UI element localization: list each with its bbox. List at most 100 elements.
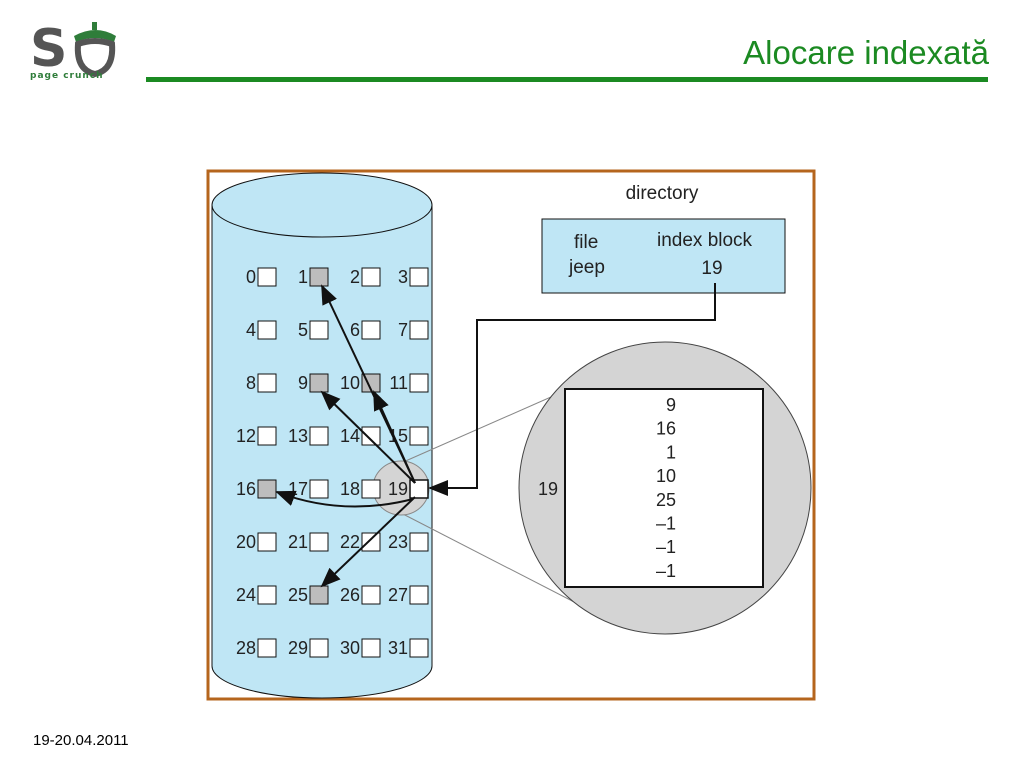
disk-block-number: 28 bbox=[236, 638, 256, 658]
disk-block-number: 18 bbox=[340, 479, 360, 499]
disk-block-box bbox=[409, 267, 429, 287]
disk-block-box bbox=[361, 267, 381, 287]
svg-text:S: S bbox=[30, 19, 67, 79]
disk-block: 22 bbox=[340, 532, 381, 552]
disk-block-box bbox=[361, 320, 381, 340]
zoom-line-top bbox=[400, 392, 561, 464]
disk-block-box bbox=[361, 585, 381, 605]
disk-block-box bbox=[409, 638, 429, 658]
disk-block-box bbox=[309, 373, 329, 393]
disk-block-box bbox=[309, 426, 329, 446]
index-block-entry: 9 bbox=[666, 395, 676, 415]
disk-block-number: 1 bbox=[298, 267, 308, 287]
disk-block-number: 5 bbox=[298, 320, 308, 340]
index-block-entry: 25 bbox=[656, 490, 676, 510]
disk-block-number: 30 bbox=[340, 638, 360, 658]
disk-block: 7 bbox=[398, 320, 429, 340]
index-block-entry: 1 bbox=[666, 442, 676, 462]
disk-block: 28 bbox=[236, 638, 277, 658]
disk-block-box bbox=[361, 479, 381, 499]
disk-block-box bbox=[409, 479, 429, 499]
disk-block: 12 bbox=[236, 426, 277, 446]
disk-block-number: 3 bbox=[398, 267, 408, 287]
disk-block: 1 bbox=[298, 267, 329, 287]
disk-block-number: 6 bbox=[350, 320, 360, 340]
disk-block: 23 bbox=[388, 532, 429, 552]
disk-block-box bbox=[409, 426, 429, 446]
disk-block-box bbox=[361, 426, 381, 446]
disk-block-box bbox=[309, 320, 329, 340]
disk-block: 11 bbox=[389, 373, 429, 393]
disk-block-number: 8 bbox=[246, 373, 256, 393]
disk-block-box bbox=[309, 638, 329, 658]
disk-block-box bbox=[361, 532, 381, 552]
directory-pointer-arrow bbox=[428, 283, 716, 496]
disk-block-number: 26 bbox=[340, 585, 360, 605]
disk-block-number: 31 bbox=[388, 638, 408, 658]
disk-block-number: 13 bbox=[288, 426, 308, 446]
disk-block-number: 19 bbox=[388, 479, 408, 499]
logo-caption: page crunch bbox=[30, 71, 104, 81]
disk-block-number: 15 bbox=[388, 426, 408, 446]
disk-block: 13 bbox=[288, 426, 329, 446]
disk-block-box bbox=[309, 532, 329, 552]
disk-block-box bbox=[309, 267, 329, 287]
disk-block: 24 bbox=[236, 585, 277, 605]
disk-block-box bbox=[257, 426, 277, 446]
directory-entry-index-block: 19 bbox=[701, 258, 722, 279]
footer-date: 19-20.04.2011 bbox=[33, 732, 129, 749]
disk-block-box bbox=[257, 373, 277, 393]
disk-block-number: 27 bbox=[388, 585, 408, 605]
disk-block: 5 bbox=[298, 320, 329, 340]
disk-block-number: 24 bbox=[236, 585, 256, 605]
pointer-arrow bbox=[275, 490, 414, 508]
disk-block: 30 bbox=[340, 638, 381, 658]
disk-block-number: 10 bbox=[340, 373, 360, 393]
disk-block: 16 bbox=[236, 479, 277, 499]
disk-block: 17 bbox=[288, 479, 329, 499]
disk-block: 31 bbox=[388, 638, 429, 658]
slide-title: Alocare indexată bbox=[743, 34, 989, 71]
index-block-entry: –1 bbox=[656, 514, 676, 534]
pointer-arrow bbox=[320, 496, 416, 588]
disk-block: 10 bbox=[340, 373, 381, 393]
disk-block-box bbox=[409, 532, 429, 552]
directory-table bbox=[541, 218, 786, 294]
disk-block-box bbox=[409, 585, 429, 605]
index-block-label: 19 bbox=[538, 479, 558, 499]
disk-block-number: 23 bbox=[388, 532, 408, 552]
disk-block-number: 12 bbox=[236, 426, 256, 446]
pointer-arrow bbox=[320, 390, 416, 484]
disk-block-number: 0 bbox=[246, 267, 256, 287]
disk-block-box bbox=[257, 320, 277, 340]
disk-block: 27 bbox=[388, 585, 429, 605]
disk-block: 25 bbox=[288, 585, 329, 605]
directory-header-index-block: index block bbox=[657, 230, 753, 251]
page-crunch-logo: S bbox=[30, 19, 116, 79]
disk-block: 14 bbox=[340, 426, 381, 446]
index-block-entry: 16 bbox=[656, 419, 676, 439]
disk-block-number: 25 bbox=[288, 585, 308, 605]
index-block-entry: 10 bbox=[656, 466, 676, 486]
disk-block-box bbox=[257, 585, 277, 605]
disk-block-box bbox=[409, 320, 429, 340]
disk-block: 3 bbox=[398, 267, 429, 287]
disk-block: 21 bbox=[288, 532, 329, 552]
disk-block: 20 bbox=[236, 532, 277, 552]
disk-block: 9 bbox=[298, 373, 329, 393]
disk-block: 2 bbox=[350, 267, 381, 287]
disk-block-number: 14 bbox=[340, 426, 360, 446]
disk-block-number: 16 bbox=[236, 479, 256, 499]
disk-block: 4 bbox=[246, 320, 277, 340]
disk-block: 6 bbox=[350, 320, 381, 340]
disk-block-number: 22 bbox=[340, 532, 360, 552]
disk-block-number: 21 bbox=[288, 532, 308, 552]
index-block-entry: –1 bbox=[656, 537, 676, 557]
disk-block: 29 bbox=[288, 638, 329, 658]
disk-block-box bbox=[409, 373, 429, 393]
disk-block: 26 bbox=[340, 585, 381, 605]
disk-block-number: 9 bbox=[298, 373, 308, 393]
